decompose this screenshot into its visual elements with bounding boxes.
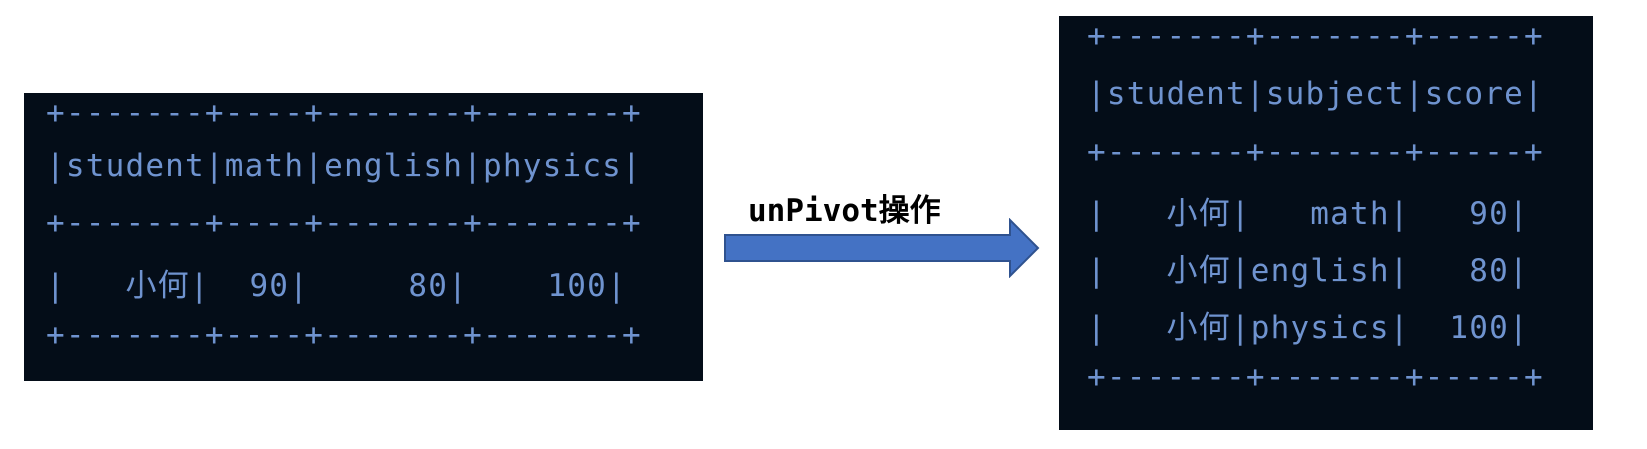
left-table-border-bottom: +-------+----+-------+-------+ xyxy=(46,317,642,353)
left-table-border-top: +-------+----+-------+-------+ xyxy=(46,95,642,131)
right-arrow-icon xyxy=(724,218,1040,278)
left-table-header-row: |student|math|english|physics| xyxy=(46,148,642,184)
right-table-header-row: |student|subject|score| xyxy=(1087,76,1544,112)
right-table-row-english: | 小何|english| 80| xyxy=(1087,253,1529,289)
right-table-row-physics: | 小何|physics| 100| xyxy=(1087,310,1529,346)
left-table-header-border: +-------+----+-------+-------+ xyxy=(46,205,642,241)
result-table-terminal: +-------+-------+-----+ |student|subject… xyxy=(1059,16,1593,430)
operation-label: unPivot操作 xyxy=(748,193,941,229)
right-table-row-math: | 小何| math| 90| xyxy=(1087,196,1529,232)
left-table-data-row: | 小何| 90| 80| 100| xyxy=(46,268,627,304)
right-table-header-border: +-------+-------+-----+ xyxy=(1087,134,1544,170)
right-table-border-bottom: +-------+-------+-----+ xyxy=(1087,359,1544,395)
source-table-terminal: +-------+----+-------+-------+ |student|… xyxy=(24,93,703,381)
arrow-shape xyxy=(724,218,1040,278)
right-table-border-top: +-------+-------+-----+ xyxy=(1087,18,1544,54)
